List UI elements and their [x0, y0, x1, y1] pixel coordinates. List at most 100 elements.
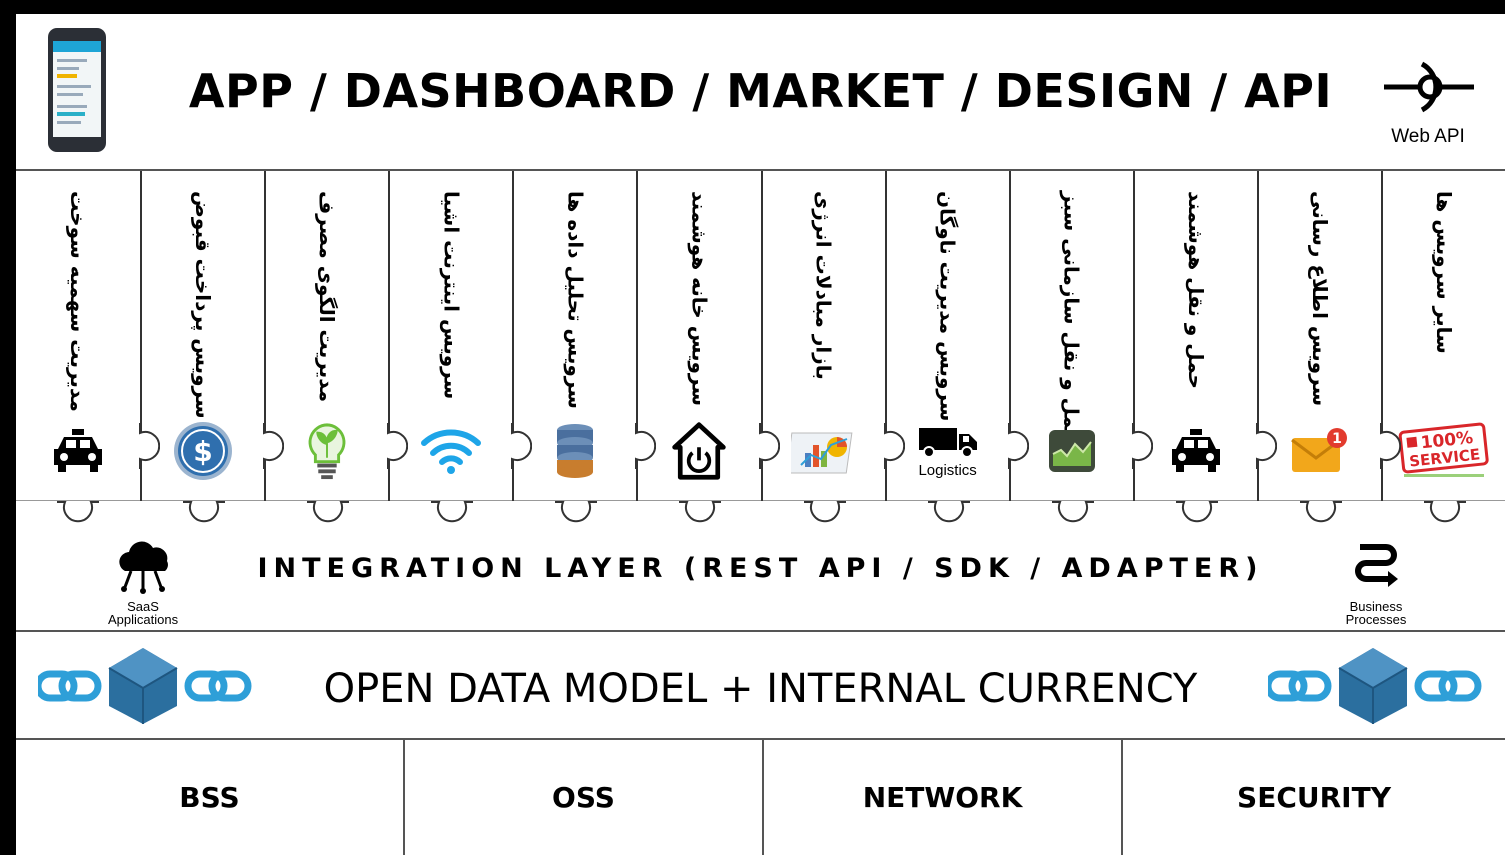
architecture-diagram: APP / DASHBOARD / MARKET / DESIGN / API … [16, 14, 1505, 855]
service-label: سرویس مدیریت ناوگان [935, 191, 960, 422]
analytics-chart-icon [763, 421, 885, 481]
service-label-wrap: سرویس خانه هوشمند [638, 191, 760, 411]
puzzle-knob [555, 501, 598, 523]
network-block: NETWORK [762, 740, 1121, 855]
svg-text:$: $ [193, 435, 212, 468]
service-piece: سرویس مدیریت ناوگان Logistics [884, 171, 1029, 523]
puzzle-knob [307, 501, 350, 523]
service-pieces: مدیریت سهمیه سوخت سرویس پرداخت قبوض $ مدیری… [16, 171, 1505, 523]
taxi-icon [1135, 421, 1257, 481]
smartphone-icon [48, 28, 106, 152]
service-piece: سایر سرویس ها 100%SERVICE [1380, 171, 1505, 523]
puzzle-knob [1007, 423, 1029, 469]
smart-home-icon [638, 421, 760, 481]
bss-label: BSS [179, 781, 240, 814]
service-label: بازار مبادلات انرژی [811, 191, 836, 380]
integration-layer: SaaS Applications INTEGRATION LAYER (RES… [16, 501, 1505, 632]
service-label: حمل و نقل سازمانی سبز [1059, 191, 1084, 444]
web-api-label: Web API [1391, 126, 1465, 147]
service-label: سرویس تحلیل داده ها [563, 191, 588, 409]
mail-notification-icon: 1 [1259, 421, 1381, 481]
bp-label-line1: Business [1349, 599, 1403, 614]
puzzle-knob [883, 423, 905, 469]
service-label: سرویس اطلاع رسانی [1307, 191, 1332, 407]
service-label-wrap: سرویس اینترنت اشیا [390, 191, 512, 411]
service-label: سرویس اینترنت اشیا [439, 191, 464, 400]
service-label-wrap: بازار مبادلات انرژی [763, 191, 885, 411]
eco-bulb-icon [266, 421, 388, 481]
business-process-icon [1355, 544, 1398, 587]
service-label: سرویس خانه هوشمند [687, 191, 712, 407]
service-stamp-icon: 100%SERVICE [1383, 421, 1505, 481]
puzzle-knob [57, 501, 100, 523]
data-model-layer: OPEN DATA MODEL + INTERNAL CURRENCY [16, 632, 1505, 740]
puzzle-knob [927, 501, 970, 523]
icon-caption: Logistics [918, 461, 977, 479]
security-block: SECURITY [1121, 740, 1505, 855]
taxi-icon [16, 421, 140, 481]
service-label-wrap: مدیریت الگوی مصرف [266, 191, 388, 411]
green-chart-icon [1011, 421, 1133, 481]
network-label: NETWORK [862, 781, 1023, 814]
cloud-icon [119, 541, 168, 594]
service-label-wrap: سرویس پرداخت قبوض [142, 191, 264, 419]
puzzle-knob [511, 423, 533, 469]
puzzle-knob [1175, 501, 1218, 523]
service-piece: مدیریت الگوی مصرف [264, 171, 409, 523]
service-label-wrap: حمل و نقل سازمانی سبز [1011, 191, 1133, 443]
saas-label-line2: Applications [108, 612, 179, 627]
bp-label-line2: Processes [1345, 612, 1407, 627]
wifi-icon [390, 421, 512, 481]
puzzle-knob [1131, 423, 1153, 469]
blockchain-cube-icon [38, 648, 252, 724]
service-label: مدیریت سهمیه سوخت [66, 191, 91, 412]
puzzle-knob [1423, 501, 1466, 523]
service-label: مدیریت الگوی مصرف [315, 191, 340, 403]
dollar-coin-icon: $ [142, 421, 264, 481]
puzzle-knob [759, 423, 781, 469]
service-piece: سرویس خانه هوشمند [636, 171, 781, 523]
foundation-layer: BSS OSS NETWORK SECURITY [16, 740, 1505, 855]
service-label-wrap: سرویس اطلاع رسانی [1259, 191, 1381, 411]
saas-label-line1: SaaS [127, 599, 159, 614]
app-layer: APP / DASHBOARD / MARKET / DESIGN / API … [16, 14, 1505, 171]
truck-icon: Logistics [887, 421, 1009, 481]
puzzle-knob [387, 423, 409, 469]
puzzle-knob [183, 501, 226, 523]
security-label: SECURITY [1237, 781, 1391, 814]
service-piece: سرویس پرداخت قبوض $ [140, 171, 285, 523]
puzzle-knob [1379, 423, 1401, 469]
saas-applications: SaaS Applications [108, 539, 178, 626]
svg-text:1: 1 [1332, 431, 1342, 447]
service-label-wrap: سایر سرویس ها [1383, 191, 1505, 411]
service-piece: سرویس اینترنت اشیا [388, 171, 533, 523]
service-label: حمل و نقل هوشمند [1183, 191, 1208, 389]
service-label-wrap: سرویس مدیریت ناوگان [887, 191, 1009, 421]
service-piece: حمل و نقل سازمانی سبز [1008, 171, 1153, 523]
page-title: APP / DASHBOARD / MARKET / DESIGN / API [188, 64, 1333, 118]
service-piece: مدیریت سهمیه سوخت [16, 171, 161, 523]
data-model-title: OPEN DATA MODEL + INTERNAL CURRENCY [323, 666, 1198, 712]
bss-block: BSS [16, 740, 403, 855]
puzzle-knob [635, 423, 657, 469]
puzzle-knob [263, 423, 285, 469]
service-label: سایر سرویس ها [1431, 191, 1456, 354]
puzzle-knob [1299, 501, 1342, 523]
service-piece: حمل و نقل هوشمند [1132, 171, 1277, 523]
business-processes: Business Processes [1336, 539, 1416, 626]
service-label-wrap: حمل و نقل هوشمند [1135, 191, 1257, 411]
puzzle-knob [431, 501, 474, 523]
oss-block: OSS [403, 740, 762, 855]
puzzle-knob [139, 423, 161, 469]
database-icon [514, 421, 636, 481]
oss-label: OSS [552, 781, 615, 814]
puzzle-knob [1051, 501, 1094, 523]
service-label: سرویس پرداخت قبوض [191, 191, 216, 419]
service-piece: بازار مبادلات انرژی [760, 171, 905, 523]
puzzle-knob [1255, 423, 1277, 469]
integration-title: INTEGRATION LAYER (REST API / SDK / ADAP… [257, 553, 1264, 584]
service-piece: سرویس تحلیل داده ها [512, 171, 657, 523]
service-piece: سرویس اطلاع رسانی 1 [1256, 171, 1401, 523]
service-label-wrap: مدیریت سهمیه سوخت [16, 191, 140, 412]
puzzle-knob [803, 501, 846, 523]
